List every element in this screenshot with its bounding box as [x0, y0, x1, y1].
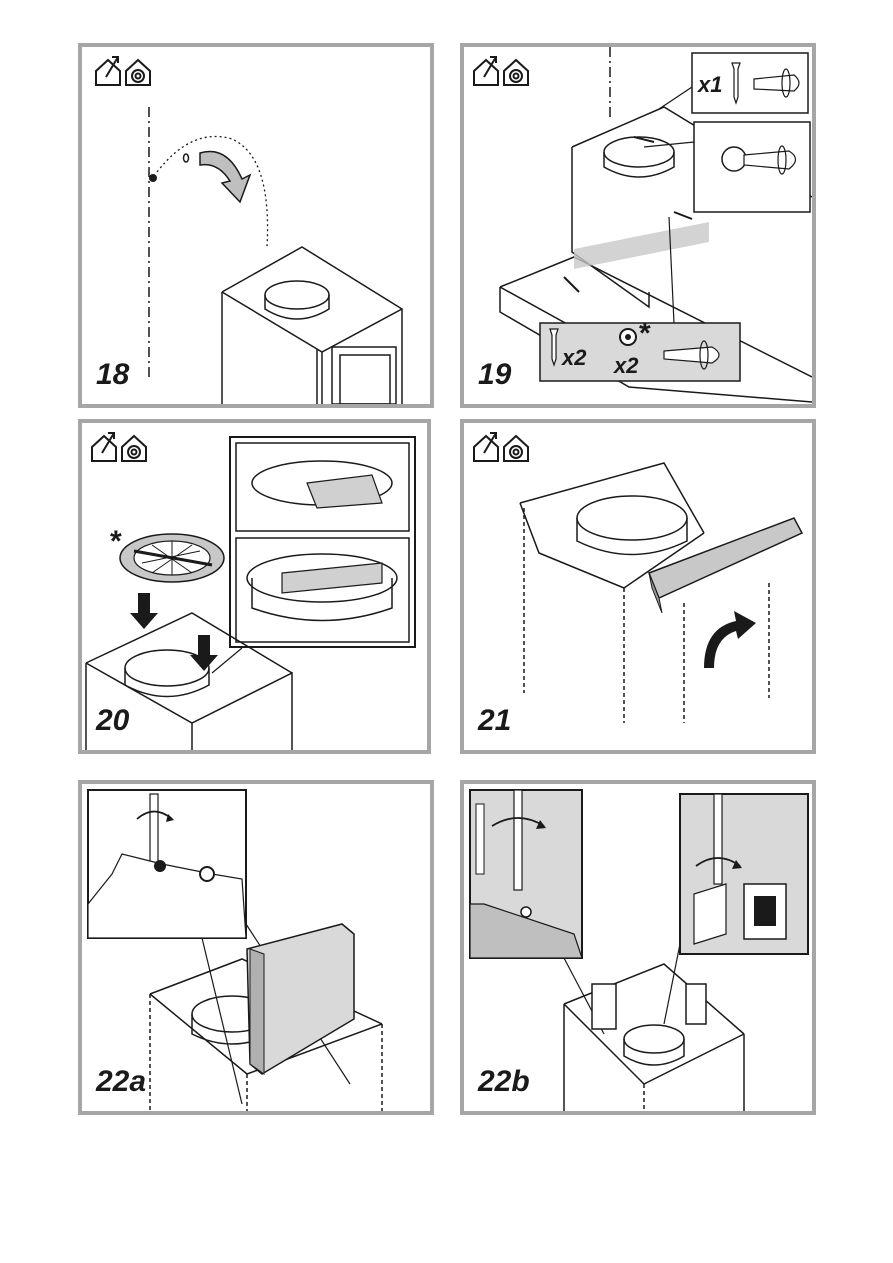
step-number: 20 [96, 704, 129, 738]
hood-body [222, 247, 402, 404]
shaded-joint [574, 222, 709, 269]
ducted-mode-icon [474, 433, 498, 461]
step-22a-panel: 22a [78, 780, 434, 1115]
screw-qty-x2: x2 [561, 345, 587, 370]
recirculation-mode-icon [122, 436, 146, 461]
ducted-mode-icon [474, 57, 498, 85]
step-number: 18 [96, 358, 129, 392]
step-22b-illustration [464, 784, 812, 1111]
hood-body [520, 463, 769, 723]
step-number: 22b [478, 1065, 530, 1099]
detail-inset-left [470, 790, 604, 1034]
recirculation-mode-icon [126, 60, 150, 85]
filter-asterisk: * [110, 525, 122, 558]
step-20-panel: * 20 [78, 419, 431, 754]
washer-asterisk: * [639, 317, 651, 350]
step-21-panel: 21 [460, 419, 816, 754]
step-20-illustration: * [82, 423, 427, 750]
ducted-mode-icon [92, 433, 116, 461]
callout-detail [644, 122, 810, 212]
step-number: 22a [96, 1065, 146, 1099]
washer-qty-x2: x2 [613, 353, 639, 378]
step-22a-illustration [82, 784, 430, 1111]
step-18-panel: 18 [78, 43, 434, 408]
recirculation-mode-icon [504, 60, 528, 85]
screwdriver-icon [514, 790, 522, 890]
step-22b-panel: 22b [460, 780, 816, 1115]
lift-arrow-icon [704, 611, 756, 668]
fixing-screw [149, 174, 157, 182]
recirculation-mode-icon [504, 436, 528, 461]
ducted-mode-icon [96, 57, 120, 85]
screw-qty-x1: x1 [697, 72, 722, 97]
screwdriver-icon [150, 794, 158, 864]
carbon-filter [120, 534, 224, 582]
step-number: 21 [478, 704, 511, 738]
hood-body [564, 964, 744, 1111]
step-19-illustration: x1 x2 * x2 [464, 47, 812, 404]
callout-screw-x1: x1 [659, 53, 808, 113]
step-18-illustration [82, 47, 430, 404]
fixing-hole [184, 154, 189, 162]
step-19-panel: x1 x2 * x2 19 [460, 43, 816, 408]
step-number: 19 [478, 358, 511, 392]
screws [564, 137, 692, 292]
lift-arrow-icon [200, 151, 250, 202]
filter-panel [649, 518, 802, 598]
step-21-illustration [464, 423, 812, 750]
screwdriver-icon [714, 794, 722, 884]
detail-insets [212, 437, 415, 673]
